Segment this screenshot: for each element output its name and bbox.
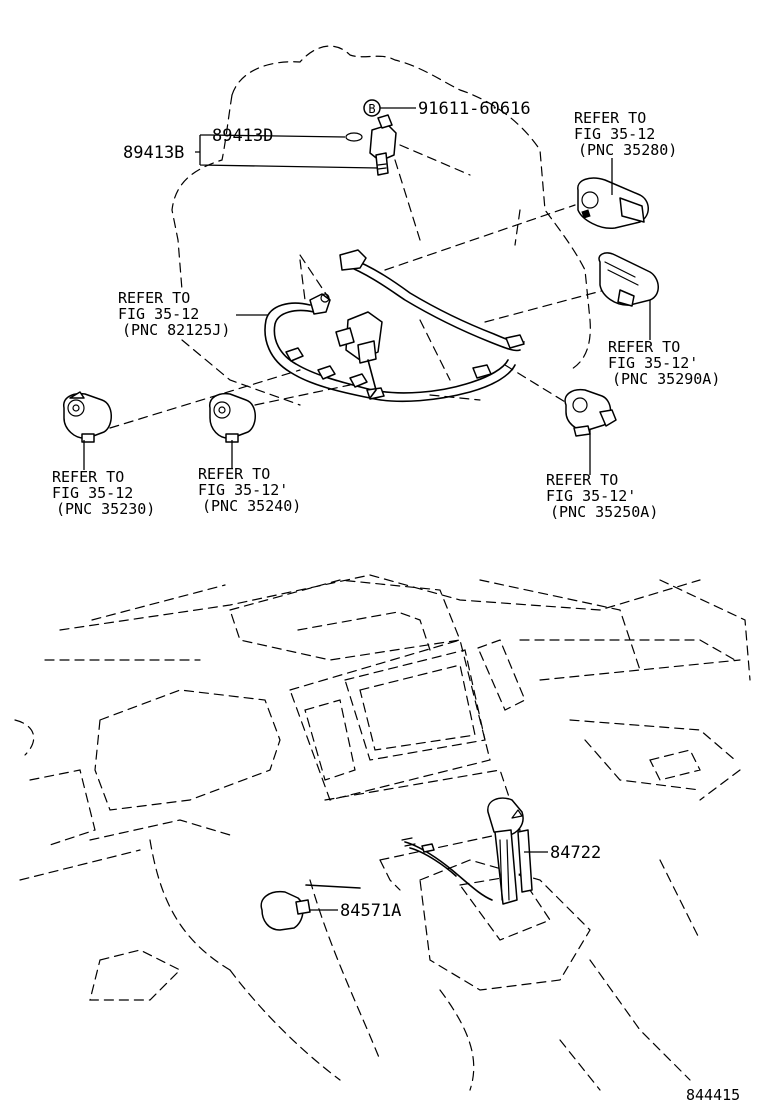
refer-82125J: REFER TO FIG 35-12 (PNC 82125J) <box>118 289 230 339</box>
dashboard-outline <box>14 574 751 1091</box>
svg-text:REFER TO: REFER TO <box>546 471 618 489</box>
svg-text:(PNC 35240): (PNC 35240) <box>202 497 301 515</box>
solenoid-35250A <box>564 388 617 437</box>
solenoid-35280 <box>577 177 649 229</box>
svg-text:(PNC 35290A): (PNC 35290A) <box>612 370 720 388</box>
bolt-marker-label: B <box>368 102 375 116</box>
svg-text:REFER TO: REFER TO <box>574 109 646 127</box>
svg-text:(PNC 82125J): (PNC 82125J) <box>122 321 230 339</box>
bolt-marker-b: B <box>363 99 381 117</box>
label-84722: 84722 <box>550 843 601 863</box>
refer-35240: REFER TO FIG 35-12' (PNC 35240) <box>198 465 301 515</box>
refer-35290A: REFER TO FIG 35-12' (PNC 35290A) <box>608 338 720 388</box>
svg-text:FIG 35-12': FIG 35-12' <box>198 481 288 499</box>
svg-text:FIG 35-12': FIG 35-12' <box>546 487 636 505</box>
svg-text:(PNC 35280): (PNC 35280) <box>578 141 677 159</box>
shift-lever-84722 <box>401 797 533 905</box>
svg-text:FIG 35-12': FIG 35-12' <box>608 354 698 372</box>
svg-text:(PNC 35250A): (PNC 35250A) <box>550 503 658 521</box>
refer-35250A: REFER TO FIG 35-12' (PNC 35250A) <box>546 471 658 521</box>
svg-text:REFER TO: REFER TO <box>52 468 124 486</box>
connection-lines <box>109 144 606 429</box>
refer-35230: REFER TO FIG 35-12 (PNC 35230) <box>52 468 155 518</box>
solenoid-wire-harness <box>264 249 525 403</box>
solenoid-35240 <box>209 392 256 443</box>
speed-sensor-89413 <box>345 114 397 176</box>
label-84571A: 84571A <box>340 901 401 921</box>
svg-text:FIG 35-12: FIG 35-12 <box>574 125 655 143</box>
svg-text:(PNC 35230): (PNC 35230) <box>56 500 155 518</box>
svg-text:REFER TO: REFER TO <box>118 289 190 307</box>
solenoid-35290A <box>598 252 659 307</box>
solenoid-35230 <box>63 391 112 443</box>
svg-text:FIG 35-12: FIG 35-12 <box>118 305 199 323</box>
speed-sensor-center <box>335 311 383 399</box>
svg-text:REFER TO: REFER TO <box>198 465 270 483</box>
part-number-labels: 91611-60616 89413D 89413B 84722 84571A 8… <box>123 99 740 1104</box>
refer-labels: REFER TO FIG 35-12 (PNC 35280) REFER TO … <box>52 109 720 521</box>
upper-leaders <box>83 107 651 475</box>
label-89413D: 89413D <box>212 126 273 146</box>
figure-code: 844415 <box>686 1086 740 1104</box>
lower-leaders <box>310 851 548 911</box>
refer-35280: REFER TO FIG 35-12 (PNC 35280) <box>574 109 677 159</box>
label-91611-60616: 91611-60616 <box>418 99 531 119</box>
transmission-outline <box>171 45 591 406</box>
sensor-84571A <box>260 890 311 931</box>
svg-text:FIG 35-12: FIG 35-12 <box>52 484 133 502</box>
svg-text:REFER TO: REFER TO <box>608 338 680 356</box>
label-89413B: 89413B <box>123 143 184 163</box>
